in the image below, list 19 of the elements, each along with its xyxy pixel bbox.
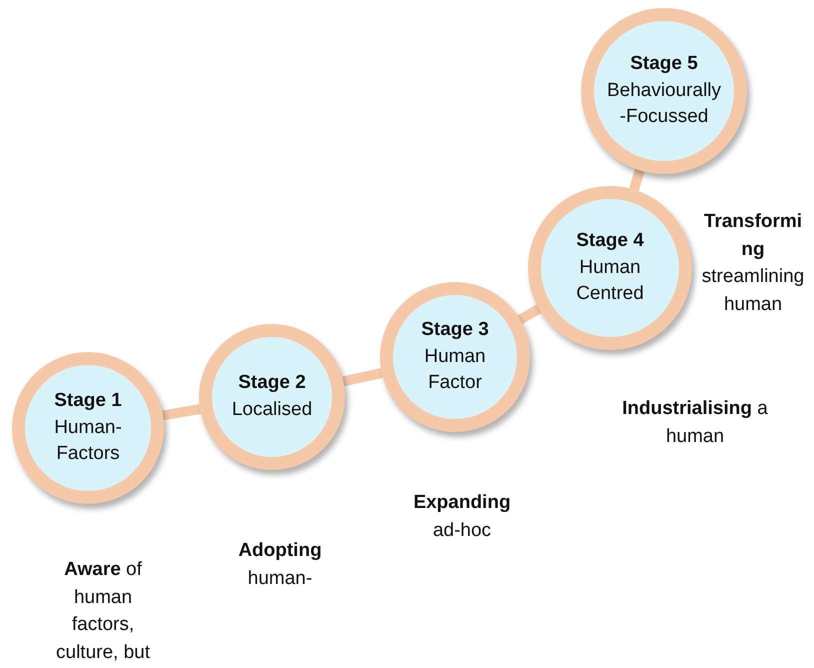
stage-name: Behaviourally-Focussed [606,78,722,130]
stage-title: Stage 1 [54,389,122,414]
stage-name: Human-Factors [53,416,123,466]
connector-line [629,168,645,192]
stage-description: Adopting human- [237,539,323,591]
stage-name: Human Factor [423,344,487,396]
stage-description: Industrialising a human [621,397,769,449]
stage-title: Stage 4 [576,229,644,254]
connector-line [342,368,383,386]
connector-line [518,304,542,324]
stage-description: Expanding ad-hoc [412,491,512,543]
stage-description: Transforming streamlining human [700,210,806,317]
stage-name: Human Centred [575,256,645,306]
stage-name: Localised [232,398,312,422]
stage-title: Stage 3 [421,318,489,342]
connector-line [162,404,201,420]
stage-title: Stage 5 [630,52,698,76]
stage-description: Aware of human factors, culture, but [55,558,151,665]
stage-title: Stage 2 [238,371,306,396]
